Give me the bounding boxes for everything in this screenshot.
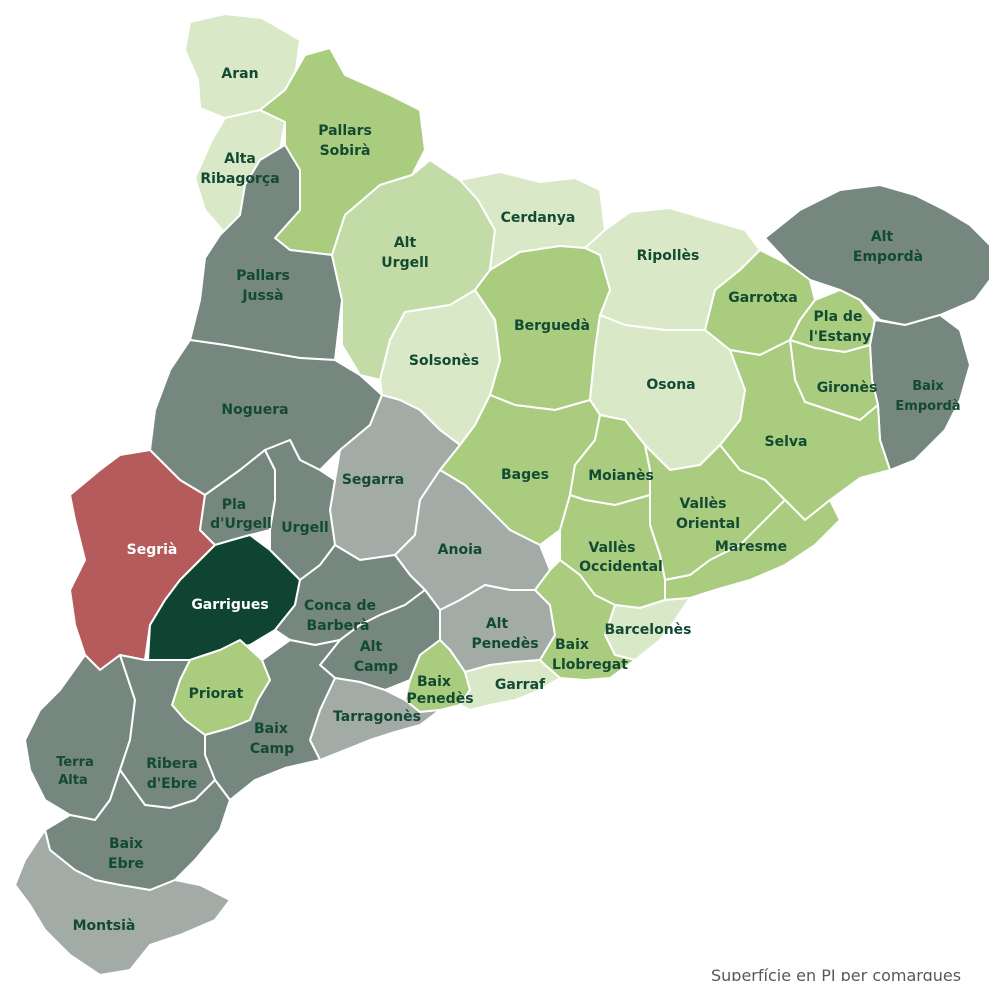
region-baix-llobregat[interactable] <box>534 559 636 681</box>
region-barcelones[interactable] <box>604 597 691 661</box>
map-caption: Superfície en PI per comarques <box>711 966 962 981</box>
region-baix-emporda[interactable] <box>869 314 971 471</box>
region-ribera-ebre[interactable] <box>119 654 216 809</box>
region-alt-emporda[interactable] <box>764 184 991 326</box>
region-garraf[interactable] <box>459 659 561 711</box>
region-maresme[interactable] <box>664 499 841 601</box>
region-montsia[interactable] <box>14 829 231 976</box>
region-baix-camp[interactable] <box>204 639 341 801</box>
